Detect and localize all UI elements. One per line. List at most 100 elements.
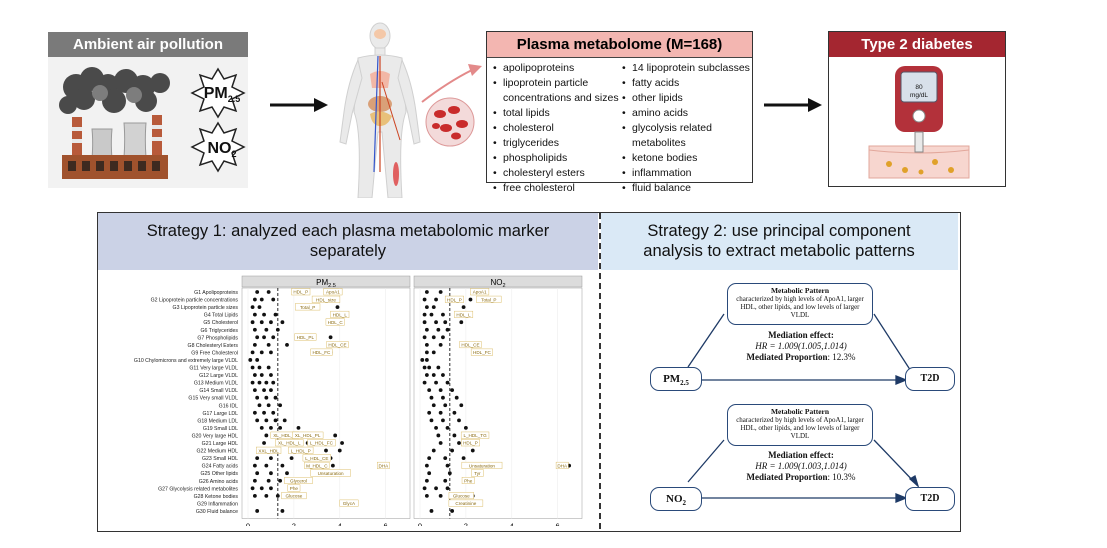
factory-illustration — [59, 67, 246, 179]
data-point — [443, 478, 448, 483]
data-point — [252, 342, 257, 347]
data-point — [264, 463, 269, 468]
data-point — [459, 320, 464, 325]
upper-t2d-box: T2D — [905, 367, 955, 391]
data-point — [259, 320, 264, 325]
data-point — [273, 418, 278, 423]
panel-background — [413, 287, 583, 519]
group-label: G6 Triglycerides — [201, 328, 239, 334]
point-label-box — [476, 295, 502, 303]
data-point — [269, 320, 273, 325]
upper-exposure-box: PM2.5 — [650, 367, 702, 391]
data-point — [262, 312, 266, 317]
data-point — [427, 471, 432, 476]
data-point — [269, 350, 273, 355]
data-point — [445, 380, 450, 385]
data-point — [252, 478, 257, 483]
data-point — [445, 327, 450, 332]
group-label: G9 Free Cholesterol — [191, 350, 238, 356]
data-point — [438, 410, 443, 415]
data-point — [273, 312, 278, 317]
data-point — [278, 426, 283, 430]
upper-pattern-desc: characterized by high levels of ApoA1, l… — [736, 295, 864, 319]
point-label: DHA — [379, 463, 390, 468]
strategies-frame — [97, 212, 961, 532]
point-label: HDL_L — [333, 312, 348, 317]
point-label-box — [294, 333, 317, 341]
point-label: HDL_CE — [328, 343, 346, 348]
data-point — [264, 380, 269, 385]
data-point — [431, 335, 436, 340]
data-point — [431, 448, 436, 453]
human-body-illustration — [339, 22, 482, 198]
data-point — [438, 441, 443, 445]
data-point — [436, 365, 441, 370]
point-label: HDL_L — [456, 312, 471, 317]
left-item: cholesterol — [491, 121, 621, 136]
x-tick-label: 6 — [556, 522, 560, 527]
point-label-box — [284, 477, 313, 484]
data-point — [259, 373, 264, 377]
point-label-box — [287, 484, 301, 492]
panel-strip — [413, 275, 583, 288]
data-point — [441, 395, 445, 400]
data-point — [269, 471, 273, 476]
data-point — [255, 335, 260, 340]
point-label: HDL_P — [463, 441, 478, 446]
group-label: G16 IDL — [219, 403, 238, 409]
group-label: G18 Medium LDL — [197, 418, 238, 424]
group-label: G22 Medium HDL — [196, 449, 238, 455]
data-point — [296, 426, 301, 430]
data-point — [450, 509, 455, 513]
exposure-panel: Ambient air pollution PM2.5 NO2 — [48, 32, 248, 188]
data-point — [252, 410, 257, 415]
glucose-meter-illustration — [868, 66, 970, 179]
group-label: G23 Small HDL — [202, 456, 238, 462]
data-point — [424, 493, 429, 498]
data-point — [457, 441, 461, 445]
point-label: XL_HDL_P — [273, 433, 296, 438]
data-point — [429, 509, 434, 513]
left-item: lipoprotein particle concentrations and … — [491, 76, 621, 106]
data-point — [431, 403, 436, 408]
data-point — [424, 358, 429, 362]
data-point — [266, 365, 271, 370]
point-label-box — [470, 348, 493, 356]
group-label: G21 Large HDL — [202, 441, 238, 447]
data-point — [431, 305, 436, 309]
data-point — [255, 358, 260, 362]
data-point — [441, 335, 445, 340]
metabolome-header: Plasma metabolome (M=168) — [487, 32, 752, 58]
data-point — [463, 426, 468, 430]
data-point — [422, 380, 427, 385]
data-point — [434, 320, 438, 325]
data-point — [250, 380, 255, 385]
data-point — [248, 358, 253, 362]
point-label-box — [310, 348, 333, 356]
data-point — [255, 418, 260, 423]
point-label: L_HDL_CE — [305, 456, 328, 461]
data-point — [257, 305, 262, 309]
data-point — [429, 312, 434, 317]
data-point — [262, 441, 266, 445]
data-point — [335, 305, 340, 309]
group-label: G11 Very large VLDL — [189, 366, 238, 372]
x-tick-label: 2 — [292, 522, 296, 527]
data-point — [443, 320, 448, 325]
left-item: cholesteryl esters — [491, 166, 621, 181]
upper-pattern-title: Metabolic Pattern — [770, 286, 830, 295]
point-label-box — [288, 446, 314, 454]
right-item: ketone bodies — [620, 151, 752, 166]
data-point — [269, 388, 273, 393]
point-label: HDL_size — [316, 297, 336, 302]
pm25-label: PM2.5 — [203, 85, 241, 105]
data-point — [438, 388, 443, 393]
data-point — [259, 350, 264, 355]
data-point — [280, 320, 285, 325]
point-label: DHA — [557, 463, 568, 468]
data-point — [278, 403, 283, 408]
point-label-box — [459, 341, 482, 349]
data-point — [250, 350, 255, 355]
data-point — [282, 418, 287, 423]
data-point — [427, 365, 432, 370]
